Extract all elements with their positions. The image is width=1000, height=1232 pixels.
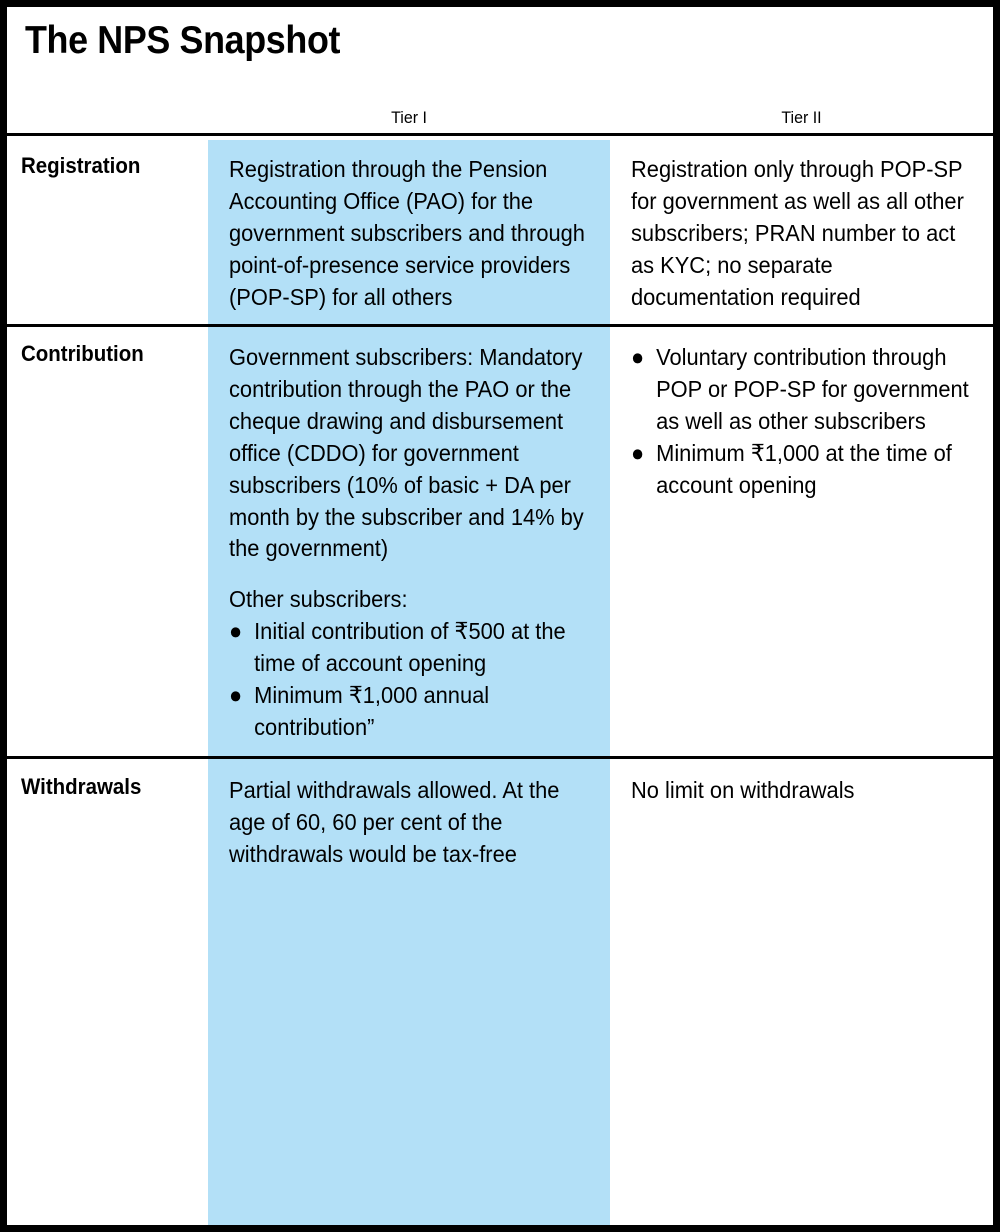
tier2-content: Registration only through POP-SP for gov… bbox=[631, 154, 977, 314]
bullet-icon: ● bbox=[229, 682, 243, 709]
header-cell-tier2: Tier II bbox=[610, 108, 993, 133]
paragraph: Government subscribers: Mandatory contri… bbox=[229, 343, 584, 562]
table-header-row: Tier I Tier II bbox=[7, 89, 993, 136]
tier1-content: Government subscribers: Mandatory contri… bbox=[229, 342, 594, 744]
list-item: ● Minimum ₹1,000 annual contribution” bbox=[229, 680, 594, 744]
bullet-icon: ● bbox=[631, 439, 645, 466]
paragraph: Registration only through POP-SP for gov… bbox=[631, 156, 964, 310]
row-label: Registration bbox=[21, 153, 141, 178]
bullet-icon: ● bbox=[631, 343, 645, 370]
table-row: Contribution Government subscribers: Man… bbox=[7, 327, 993, 760]
page-title: The NPS Snapshot bbox=[25, 19, 341, 62]
row-label: Withdrawals bbox=[21, 774, 142, 800]
row-label: Contribution bbox=[21, 340, 144, 366]
tier1-column-highlight bbox=[208, 140, 610, 1225]
row-label-cell: Contribution bbox=[7, 327, 208, 756]
title-bar: The NPS Snapshot bbox=[7, 7, 993, 89]
row-tier1-cell: Registration through the Pension Account… bbox=[208, 136, 610, 324]
list-item: ● Minimum ₹1,000 at the time of account o… bbox=[631, 438, 977, 502]
row-tier1-cell: Partial withdrawals allowed. At the age … bbox=[208, 759, 610, 881]
tier1-content: Registration through the Pension Account… bbox=[229, 154, 594, 314]
row-tier2-cell: ● Voluntary contribution through POP or P… bbox=[610, 327, 993, 756]
table-row: Registration Registration through the Pe… bbox=[7, 136, 993, 327]
paragraph: No limit on withdrawals bbox=[631, 777, 855, 804]
row-tier1-cell: Government subscribers: Mandatory contri… bbox=[208, 327, 610, 756]
tier2-header-label: Tier II bbox=[781, 108, 822, 127]
list-item-text: Minimum ₹1,000 at the time of account op… bbox=[656, 439, 952, 498]
bullet-list: ● Initial contribution of ₹500 at the tim… bbox=[229, 616, 594, 744]
list-item: ● Voluntary contribution through POP or P… bbox=[631, 342, 977, 438]
bullet-list: ● Voluntary contribution through POP or P… bbox=[631, 342, 977, 502]
header-cell-tier1: Tier I bbox=[208, 108, 610, 133]
row-label-cell: Registration bbox=[7, 136, 208, 324]
list-item: ● Initial contribution of ₹500 at the tim… bbox=[229, 616, 594, 680]
row-tier2-cell: Registration only through POP-SP for gov… bbox=[610, 136, 993, 324]
bullet-icon: ● bbox=[229, 618, 243, 645]
row-tier2-cell: No limit on withdrawals bbox=[610, 759, 993, 881]
list-item-text: Voluntary contribution through POP or PO… bbox=[656, 343, 969, 434]
paragraph: Other subscribers: bbox=[229, 586, 408, 613]
list-item-text: Initial contribution of ₹500 at the time… bbox=[254, 618, 566, 677]
tier2-content: ● Voluntary contribution through POP or P… bbox=[631, 342, 977, 502]
tier1-content: Partial withdrawals allowed. At the age … bbox=[229, 775, 594, 871]
table-content: The NPS Snapshot Tier I Tier II Registra… bbox=[7, 7, 993, 881]
row-label-cell: Withdrawals bbox=[7, 759, 208, 881]
paragraph: Partial withdrawals allowed. At the age … bbox=[229, 777, 560, 868]
tier2-content: No limit on withdrawals bbox=[631, 775, 977, 807]
list-item-text: Minimum ₹1,000 annual contribution” bbox=[254, 682, 490, 741]
tier1-header-label: Tier I bbox=[391, 108, 427, 127]
table-row: Withdrawals Partial withdrawals allowed.… bbox=[7, 759, 993, 881]
paragraph: Registration through the Pension Account… bbox=[229, 156, 585, 310]
